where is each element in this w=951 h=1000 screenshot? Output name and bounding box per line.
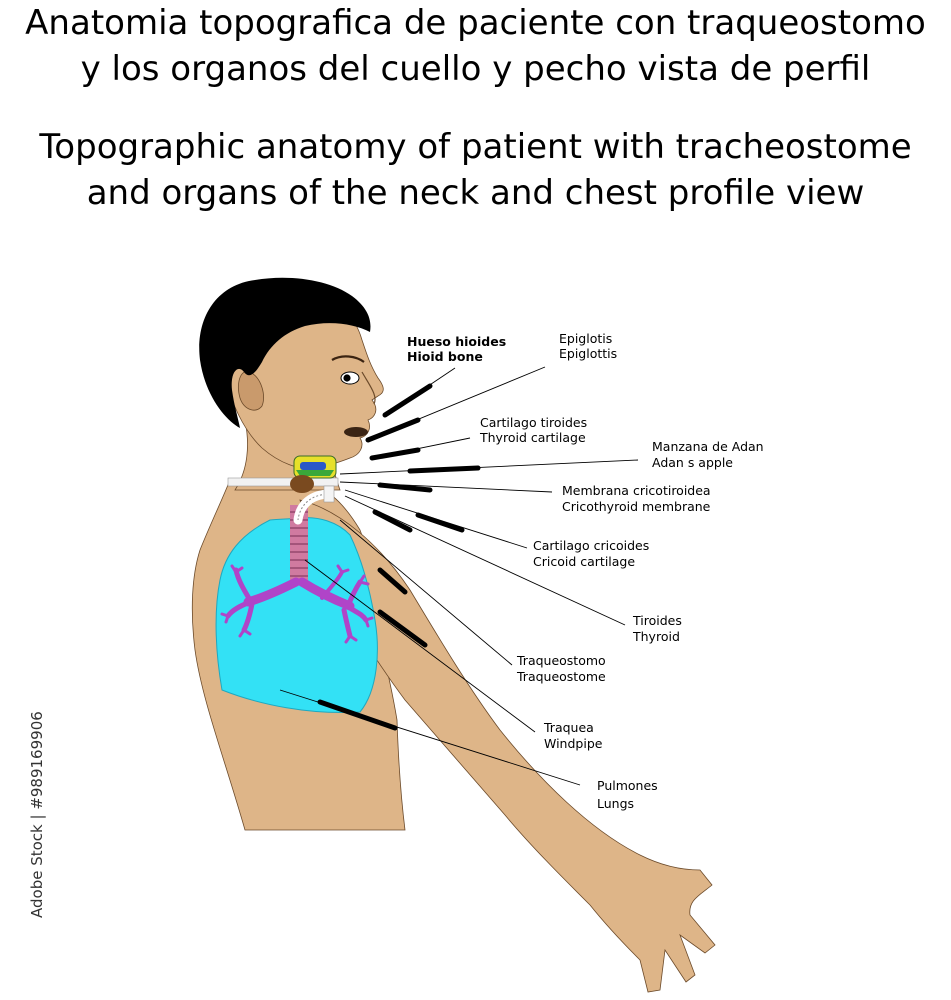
bronchi	[220, 564, 374, 644]
label-thyroid-en: Thyroid	[632, 629, 680, 644]
stock-credit-text: Adobe Stock | #989169906	[28, 711, 46, 918]
arm	[299, 499, 716, 993]
title-spanish: Anatomia topografica de paciente con tra…	[0, 0, 951, 92]
title-english-line-1: Topographic anatomy of patient with trac…	[39, 127, 912, 167]
tracheostomy-flange	[323, 485, 335, 503]
eyebrow	[331, 355, 365, 363]
hair	[199, 277, 371, 428]
pointer-adams-apple	[339, 459, 639, 475]
label-cricoid-es: Cartilago cricoides	[533, 538, 649, 553]
larynx	[290, 455, 337, 493]
label-thyroid-cartilage-en: Thyroid cartilage	[479, 430, 586, 445]
label-tracheostome-es: Traqueostomo	[516, 653, 606, 668]
tracheostomy-tie	[227, 477, 339, 487]
label-adams-apple-es: Manzana de Adan	[652, 439, 764, 454]
label-windpipe-en: Windpipe	[544, 736, 603, 751]
label-cricoid-en: Cricoid cartilage	[533, 554, 635, 569]
label-thyroid-cartilage-es: Cartilago tiroides	[480, 415, 587, 430]
pointers	[279, 366, 639, 786]
label-tracheostome-en: Traqueostome	[516, 669, 606, 684]
label-epiglottis-en: Epiglottis	[559, 346, 617, 361]
label-lungs-en: Lungs	[597, 796, 634, 811]
label-lungs-es: Pulmones	[597, 778, 658, 793]
title-english-line-2: and organs of the neck and chest profile…	[86, 173, 865, 213]
label-hyoid-es: Hueso hioides	[407, 334, 506, 349]
label-hyoid-en: Hioid bone	[407, 349, 483, 364]
pointer-thyroid	[344, 495, 626, 626]
labels: Hueso hioides Hioid bone Epiglotis Epigl…	[407, 331, 764, 811]
title-spanish-line-2: y los organos del cuello y pecho vista d…	[80, 49, 871, 89]
title-spanish-line-1: Anatomia topografica de paciente con tra…	[25, 3, 926, 43]
title-english: Topographic anatomy of patient with trac…	[0, 124, 951, 216]
lips	[344, 427, 368, 437]
label-cricothyroid-en: Cricothyroid membrane	[562, 499, 711, 514]
pupil	[343, 374, 351, 382]
label-thyroid-es: Tiroides	[632, 613, 682, 628]
label-cricothyroid-es: Membrana cricotiroidea	[562, 483, 711, 498]
pointer-cricothyroid	[339, 481, 553, 493]
label-adams-apple-en: Adan s apple	[652, 455, 733, 470]
label-epiglottis-es: Epiglotis	[559, 331, 612, 346]
ear	[238, 371, 264, 411]
nose	[361, 371, 376, 405]
label-windpipe-es: Traquea	[543, 720, 594, 735]
stock-credit: Adobe Stock | #989169906	[0, 711, 46, 918]
pointer-tracheostome	[339, 519, 513, 666]
pointer-windpipe	[304, 559, 536, 733]
